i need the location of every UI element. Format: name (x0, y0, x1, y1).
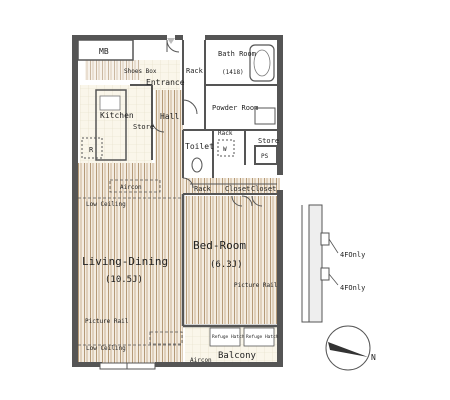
label-shoe-box: Shoes Box (124, 68, 157, 75)
label-picture-rail-living: Picture Rail (85, 318, 129, 325)
label-kitchen: Kitchen (100, 111, 134, 120)
bedroom-floor (185, 196, 280, 324)
compass-icon (325, 325, 371, 371)
label-bedroom: Bed-Room (193, 239, 246, 252)
entrance-marker-icon (167, 38, 175, 44)
label-refuge-hatch-2: Refuge Hatch (246, 334, 279, 340)
label-powder-room: Powder Room (212, 104, 258, 112)
interior-walls (77, 39, 278, 328)
label-w-mark: W (223, 146, 227, 153)
bathtub-basin (253, 49, 271, 77)
label-closet-1: Closet (225, 185, 250, 193)
label-rack-bottom: Rack (194, 185, 212, 193)
label-store-right: Store (258, 137, 279, 145)
fridge-box (81, 137, 103, 159)
compass-label: N (371, 353, 376, 362)
ceiling-lines (78, 179, 183, 346)
label-living-size: (10.5J) (105, 275, 143, 285)
side-detail (301, 204, 339, 323)
label-bedroom-size: (6.3J) (210, 260, 243, 270)
label-entrance: Entrance (146, 78, 185, 87)
doors (151, 39, 263, 207)
label-aircon-bottom: Aircon (190, 357, 212, 364)
washbasin (254, 107, 276, 125)
label-ps-mark: PS (261, 153, 269, 160)
label-refuge-hatch-1: Refuge Hatch (212, 334, 245, 340)
label-balcony: Balcony (218, 351, 257, 361)
side-note-1: 4FOnly (340, 251, 365, 259)
kitchen-sink (99, 95, 121, 111)
refuge-hatch-box-2 (243, 327, 275, 347)
label-low-ceiling-bottom: Low Ceiling (86, 345, 126, 352)
label-hall: Hall (160, 112, 179, 121)
label-closet-2: Closet (251, 185, 276, 193)
label-rack-small: Rack (218, 130, 233, 137)
windows (99, 362, 156, 370)
label-picture-rail-bed: Picture Rail (234, 282, 278, 289)
refuge-hatch-box-1 (209, 327, 241, 347)
label-toilet: Toilet (185, 142, 214, 151)
label-bath-room: Bath Room (218, 50, 256, 58)
label-store: Store (133, 123, 154, 131)
label-rack-entrance: Rack (186, 67, 204, 75)
living-floor (75, 163, 183, 365)
exterior-walls (72, 35, 283, 367)
side-note-2: 4FOnly (340, 284, 365, 292)
corridor-floor (183, 178, 280, 194)
label-low-ceiling-top: Low Ceiling (86, 201, 126, 208)
label-r-mark: R (89, 146, 94, 154)
label-bath-size: (1418) (222, 69, 244, 76)
label-mb: MB (99, 47, 109, 56)
label-aircon-top: Aircon (120, 184, 142, 191)
hall-floor (155, 90, 183, 185)
toilet-fixture (191, 157, 203, 173)
washer-box (217, 139, 235, 157)
label-living-dining: Living-Dining (82, 255, 168, 268)
shoebox-floor (85, 60, 140, 80)
